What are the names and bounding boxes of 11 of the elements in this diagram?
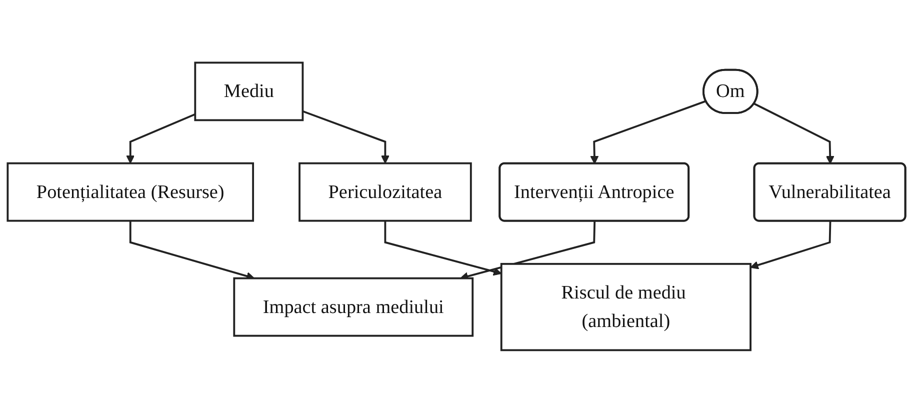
node-box: Periculozitatea (298, 162, 472, 222)
node-box: Potențialitatea (Resurse) (6, 162, 254, 222)
arrow (750, 220, 832, 269)
arrow (302, 110, 390, 164)
arrow (126, 112, 196, 164)
node-box: Mediu (194, 61, 304, 121)
arrow (754, 102, 834, 164)
arrow (384, 220, 502, 276)
node-box: Riscul de mediu (ambiental) (500, 262, 752, 351)
arrow (590, 100, 706, 164)
node-box: Impact asupra mediului (233, 276, 474, 336)
